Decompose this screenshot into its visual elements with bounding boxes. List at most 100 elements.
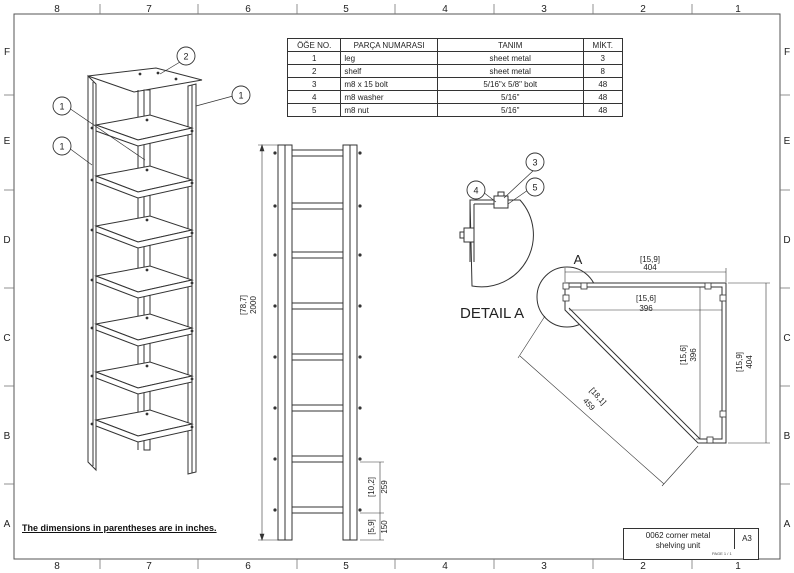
zone-row-label: E (4, 136, 11, 147)
balloon-label: 1 (59, 102, 64, 112)
bom-cell: m8 x 15 bolt (340, 77, 438, 91)
bom-cell: 5/16" (436, 103, 584, 117)
zone-col-label: 6 (245, 4, 251, 15)
bom-cell: 2 (286, 64, 342, 78)
detail-balloons: 3 4 5 (466, 152, 545, 200)
bom-cell: 3 (582, 51, 624, 65)
balloon-label: 4 (473, 186, 478, 196)
zone-col-label: 6 (245, 561, 251, 572)
dim-height-in: [78,7] (239, 295, 248, 315)
balloon-label: 5 (532, 183, 537, 193)
bom-cell: 5/16" (436, 90, 584, 104)
bom-header-part-number: PARÇA NUMARASI (340, 38, 438, 52)
table-row: 2 shelf sheet metal 8 (286, 64, 624, 78)
top-view (536, 266, 727, 444)
bom-cell: 8 (582, 64, 624, 78)
detail-a-view (459, 169, 535, 288)
sheet-size: A3 (734, 529, 759, 549)
dim-outer-width-in: [15,9] (640, 255, 660, 264)
zone-row-label: C (783, 333, 790, 344)
bom-cell: 4 (286, 90, 342, 104)
bom-cell: sheet metal (436, 51, 584, 65)
table-row: 1 leg sheet metal 3 (286, 51, 624, 65)
dim-inner-depth-mm: 396 (689, 348, 698, 362)
bom-cell: 1 (286, 51, 342, 65)
bom-cell: 48 (582, 103, 624, 117)
zone-col-label: 2 (640, 4, 646, 15)
bom-header-row: ÖĞE NO. PARÇA NUMARASI TANIM MİKT. (286, 38, 624, 52)
iso-balloons: 2 1 1 1 (52, 46, 251, 156)
dim-inner-depth-in: [15,6] (679, 345, 688, 365)
bom-cell: 5 (286, 103, 342, 117)
zone-col-label: 8 (54, 4, 60, 15)
dim-inner-width-mm: 396 (639, 304, 653, 313)
table-row: 5 m8 nut 5/16" 48 (286, 103, 624, 117)
bom-cell: leg (340, 51, 438, 65)
dim-bottom-mm: 150 (380, 520, 389, 534)
bom-header-item-no: ÖĞE NO. (286, 38, 342, 52)
zone-row-label: D (783, 235, 790, 246)
zone-row-label: E (784, 136, 791, 147)
drawing-title: 0062 corner metal shelving unit (624, 531, 732, 551)
iso-shelves (94, 114, 194, 443)
top-dimension-text: [15,9] 404 [15,6] 396 [15,6] 396 [15,9] … (581, 255, 754, 413)
dim-outer-depth-mm: 404 (745, 355, 754, 369)
zone-col-label: 4 (442, 4, 448, 15)
bom-cell: sheet metal (436, 64, 584, 78)
balloon-label: 3 (532, 158, 537, 168)
zone-col-label: 3 (541, 561, 547, 572)
dim-bottom-in: [5,9] (367, 519, 376, 535)
title-line-2: shelving unit (655, 541, 701, 550)
balloon-label: 2 (183, 52, 188, 62)
zone-row-label: C (3, 333, 10, 344)
zone-col-label: 7 (146, 4, 152, 15)
table-row: 4 m8 washer 5/16" 48 (286, 90, 624, 104)
dim-outer-depth-in: [15,9] (735, 352, 744, 372)
dim-inner-width-in: [15,6] (636, 294, 656, 303)
zone-row-label: B (784, 431, 791, 442)
zone-row-label: D (3, 235, 10, 246)
front-dimension-text: [78,7] 2000 [10,2] 259 [5,9] 150 (239, 295, 389, 535)
table-row: 3 m8 x 15 bolt 5/16"x 5/8" bolt 48 (286, 77, 624, 91)
bom-header-description: TANIM (436, 38, 584, 52)
zone-col-label: 4 (442, 561, 448, 572)
zone-col-label: 8 (54, 561, 60, 572)
zone-row-label: B (4, 431, 11, 442)
zone-col-label: 1 (735, 4, 741, 15)
zone-ticks (4, 4, 790, 569)
zone-col-label: 5 (343, 4, 349, 15)
front-view (273, 144, 362, 541)
title-block: 0062 corner metal shelving unit A3 PAGE … (623, 528, 759, 560)
zone-row-label: A (4, 519, 11, 530)
zone-row-label: A (784, 519, 791, 530)
bom-cell: m8 washer (340, 90, 438, 104)
zone-row-label: F (784, 47, 790, 58)
bom-cell: 48 (582, 77, 624, 91)
iso-bolts (90, 71, 194, 429)
zone-col-label: 7 (146, 561, 152, 572)
bom-cell: 48 (582, 90, 624, 104)
bom-header-quantity: MİKT. (582, 38, 624, 52)
bill-of-materials: ÖĞE NO. PARÇA NUMARASI TANIM MİKT. 1 leg… (286, 38, 624, 117)
dim-height-mm: 2000 (249, 296, 258, 314)
dim-pitch-mm: 259 (380, 480, 389, 494)
bom-cell: 3 (286, 77, 342, 91)
title-line-1: 0062 corner metal (645, 531, 711, 540)
zone-row-label: F (4, 47, 10, 58)
zone-col-label: 2 (640, 561, 646, 572)
bom-cell: shelf (340, 64, 438, 78)
top-dimensions (517, 268, 770, 487)
isometric-view (68, 61, 234, 475)
detail-label: DETAIL A (460, 305, 524, 322)
page-number: PAGE 1 / 1 (712, 551, 732, 556)
detail-reference: A (574, 252, 583, 267)
front-dimensions (258, 144, 384, 541)
dim-outer-width-mm: 404 (643, 263, 657, 272)
units-note: The dimensions in parentheses are in inc… (22, 523, 217, 533)
bom-cell: m8 nut (340, 103, 438, 117)
zone-col-label: 3 (541, 4, 547, 15)
zone-col-label: 1 (735, 561, 741, 572)
balloon-label: 1 (238, 91, 243, 101)
